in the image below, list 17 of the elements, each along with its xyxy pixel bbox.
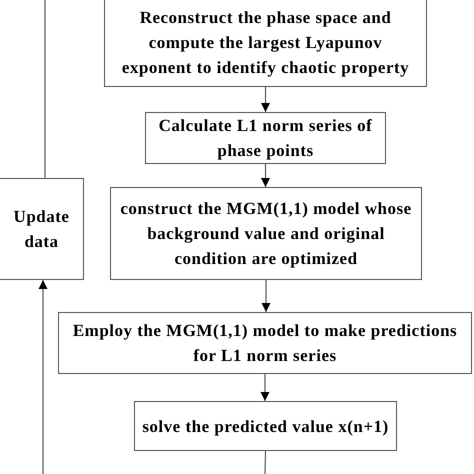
arrow bbox=[262, 280, 270, 312]
process-box bbox=[0, 178, 84, 280]
arrow bbox=[261, 164, 270, 188]
arrow bbox=[260, 374, 270, 402]
step-text: Calculate L1 norm series of phase points bbox=[158, 115, 374, 162]
step-text: construct the MGM(1,1) model whose background value and original condition are optimized bbox=[119, 198, 413, 270]
step-text: Reconstruct the phase space and compute the largest Lyapunov exponent to identify chaotic property bbox=[120, 7, 410, 79]
arrow bbox=[38, 280, 48, 474]
process-box bbox=[145, 112, 386, 164]
process-box bbox=[134, 401, 397, 451]
arrow bbox=[261, 86, 270, 112]
step-text: solve the predicted value x(n+1) bbox=[141, 416, 390, 438]
process-box bbox=[110, 187, 422, 280]
step-text: Employ the MGM(1,1) model to make predictions for L1 norm series bbox=[72, 320, 458, 367]
process-box bbox=[104, 0, 427, 87]
step-text: Update data bbox=[12, 206, 70, 253]
process-box bbox=[58, 312, 472, 374]
